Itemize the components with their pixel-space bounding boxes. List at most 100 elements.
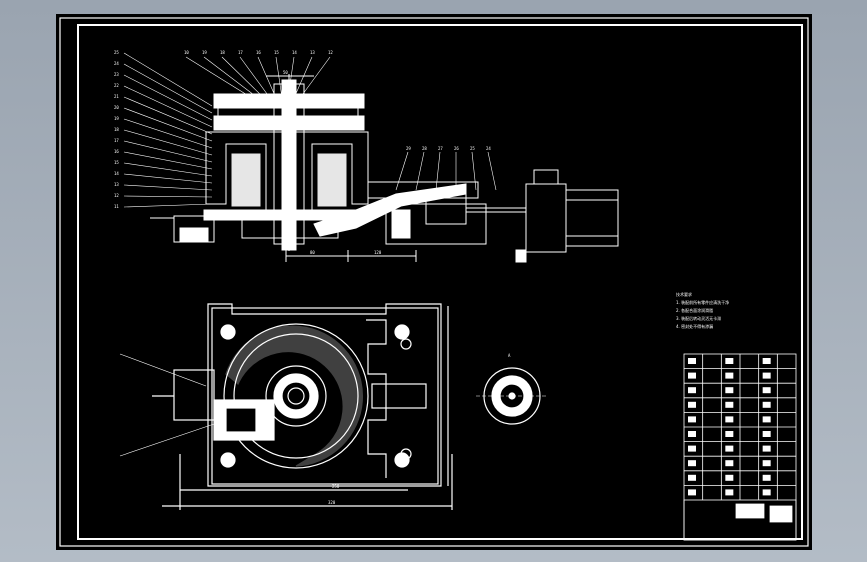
title-block [683,353,797,541]
leader-mid [471,151,477,191]
balloon-left: 19 [114,116,119,121]
balloon-top: 12 [328,50,333,55]
tb-cell-text [762,445,771,452]
leader-top [203,56,259,99]
arm-bracket [367,181,479,199]
tb-cell-text [688,431,696,437]
leader-mid [487,151,497,191]
outer-ring [223,323,369,469]
right-hole-2 [400,448,412,460]
leader-left [123,173,213,184]
leader-left [123,162,213,177]
title-block-logo-cell [735,503,765,519]
bolt-hole-tl [220,324,236,340]
leader-left [123,96,213,135]
balloon-left: 21 [114,94,119,99]
hub-ring [265,365,327,427]
balloon-top: 19 [202,50,207,55]
detail-view [476,367,548,425]
leader-top [299,56,331,99]
title-block-drawing-no [769,505,793,523]
dim-plan-outer: 320 [328,500,336,505]
balloon-left: 12 [114,193,119,198]
leader-left [123,203,213,208]
tb-cell-text [725,445,734,452]
tb-cell-text [762,489,771,496]
balloon-mid: 27 [438,146,443,151]
tb-cell-text [688,358,696,364]
balloon-top: 16 [256,50,261,55]
balloon-top: 10 [184,50,189,55]
balloon-left: 20 [114,105,119,110]
balloon-mid: 25 [470,146,475,151]
balloon-left: 23 [114,72,119,77]
dim-shaft-span: 80 [310,250,315,255]
leader-left [123,184,213,191]
bolt-hole-tr [394,324,410,340]
balloon-left: 18 [114,127,119,132]
tb-cell-text [762,358,771,364]
leader-mid [415,151,425,191]
gear-fill [391,209,411,239]
leader-top [239,56,271,99]
balloon-left: 22 [114,83,119,88]
tb-cell-text [725,387,734,394]
bolt-hole-bl [220,452,236,468]
tb-cell-text [725,372,734,379]
balloon-left: 11 [114,204,119,209]
balloon-left: 25 [114,50,119,55]
right-cavity [317,153,347,207]
tb-cell-text [688,445,696,452]
motor-foot [515,249,527,263]
leader-left [123,85,213,128]
motor-terminal [533,169,559,185]
tb-cell-text [762,372,771,379]
section-view [150,74,619,263]
gear-rim [225,325,363,467]
plan-leader-1 [119,353,207,387]
tb-cell-text [762,460,771,467]
tb-cell-text [762,416,771,423]
dim-top-overall: 50 [283,70,288,75]
inner-frame [77,24,803,540]
title-block-footer [683,499,797,541]
tb-cell-text [725,401,734,408]
leader-left [123,118,213,149]
gear-box [425,193,467,225]
tb-cell-text [688,401,696,408]
tb-cell-text [688,416,696,423]
leader-left [123,107,213,142]
tb-cell-text [688,474,696,481]
leader-left [123,195,213,198]
leader-top [221,56,265,99]
leader-top [287,56,295,99]
tb-cell-text [688,372,696,379]
tb-cell-text [688,489,696,496]
plan-inner [211,307,439,485]
outer-border [59,17,809,547]
tb-cell-text [762,474,771,481]
balloon-top: 17 [238,50,243,55]
plan-leader-2 [119,423,215,457]
motor-flange [525,183,567,253]
tech-note-line: 2. 各配合面涂润滑脂 [676,307,713,313]
tb-cell-text [725,460,734,467]
tb-cell-text [688,460,696,467]
balloon-mid: 28 [422,146,427,151]
tb-cell-text [725,358,734,364]
leader-left [123,140,213,163]
leader-top [257,56,277,99]
leader-left [123,74,213,121]
motor-body [565,189,619,247]
balloon-left: 16 [114,149,119,154]
dim-arm-span: 120 [374,250,382,255]
hub-bore [281,381,311,411]
right-hole-1 [400,338,412,350]
leader-left [123,151,213,170]
mid-ring [233,333,359,459]
tech-note-line: 技术要求 [676,291,692,297]
